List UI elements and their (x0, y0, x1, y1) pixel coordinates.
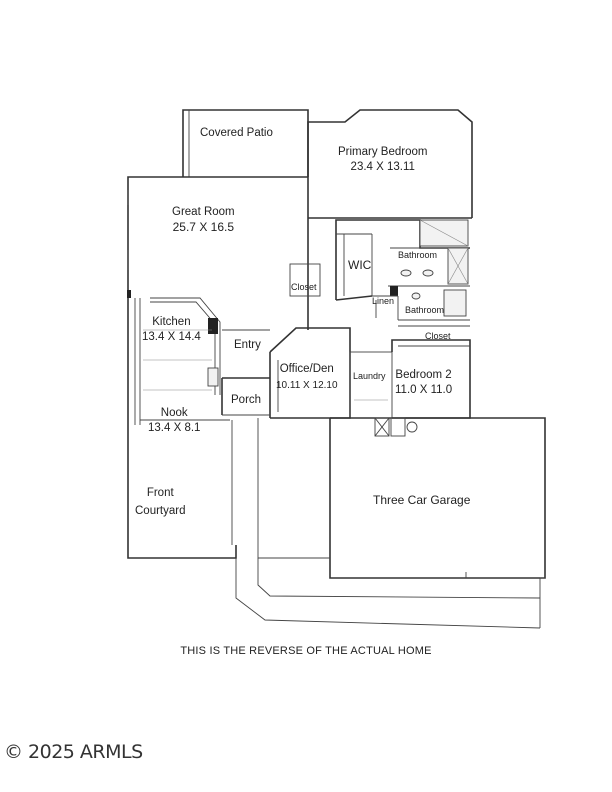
room-dims: 11.0 X 11.0 (395, 384, 453, 396)
room-label-covered-patio: Covered Patio (200, 127, 273, 139)
room-dims: 10.11 X 12.10 (276, 380, 338, 391)
room-label-nook: Nook 13.4 X 8.1 (148, 406, 200, 436)
room-name-line-1: Front (146, 487, 174, 499)
room-label-entry: Entry (234, 339, 261, 351)
room-dims: 13.4 X 8.1 (148, 422, 201, 434)
walkway-lines (235, 418, 541, 629)
room-label-porch: Porch (231, 394, 262, 406)
wic-bath-walls (335, 219, 470, 321)
room-label-bedroom-2: Bedroom 2 11.0 X 11.0 (395, 368, 452, 398)
room-label-bathroom-1: Bathroom (398, 250, 438, 260)
room-label-closet-1: Closet (291, 282, 317, 292)
room-label-office: Office/Den 10.11 X 12.10 (276, 362, 338, 395)
entry-porch-walls (221, 329, 271, 418)
room-name: Bedroom 2 (395, 369, 452, 381)
room-dims: 25.7 X 16.5 (172, 220, 235, 234)
room-label-closet-2: Closet (425, 331, 451, 341)
office-walls (269, 327, 351, 419)
primary-bedroom-walls (307, 109, 473, 219)
room-dims: 23.4 X 13.11 (350, 161, 415, 173)
room-label-primary-bedroom: Primary Bedroom 23.4 X 13.11 (338, 145, 427, 175)
main-exterior-walls (127, 176, 309, 420)
copyright-watermark: © 2025 ARMLS (4, 741, 143, 763)
room-name-line-2: Courtyard (135, 505, 186, 517)
room-label-bathroom-2: Bathroom (405, 305, 445, 315)
covered-patio-walls (182, 109, 309, 177)
room-label-front-courtyard: Front Courtyard (135, 484, 186, 520)
room-name: Kitchen (152, 316, 191, 328)
room-label-garage: Three Car Garage (373, 493, 471, 507)
garage-walls (329, 417, 546, 628)
reverse-plan-note: THIS IS THE REVERSE OF THE ACTUAL HOME (180, 645, 432, 657)
room-label-linen: Linen (372, 296, 395, 306)
room-name: Office/Den (279, 363, 334, 375)
room-dims: 13.4 X 14.4 (142, 331, 201, 343)
room-name: Nook (160, 407, 188, 419)
room-name: Great Room (172, 206, 235, 218)
kitchen-walls (127, 297, 237, 559)
room-label-great-room: Great Room 25.7 X 16.5 (172, 205, 235, 235)
room-label-wic: WIC (348, 258, 372, 272)
closet-walls (289, 263, 321, 297)
room-label-laundry: Laundry (353, 371, 386, 381)
room-label-kitchen: Kitchen 13.4 X 14.4 (142, 315, 201, 345)
room-name: Primary Bedroom (338, 146, 428, 158)
